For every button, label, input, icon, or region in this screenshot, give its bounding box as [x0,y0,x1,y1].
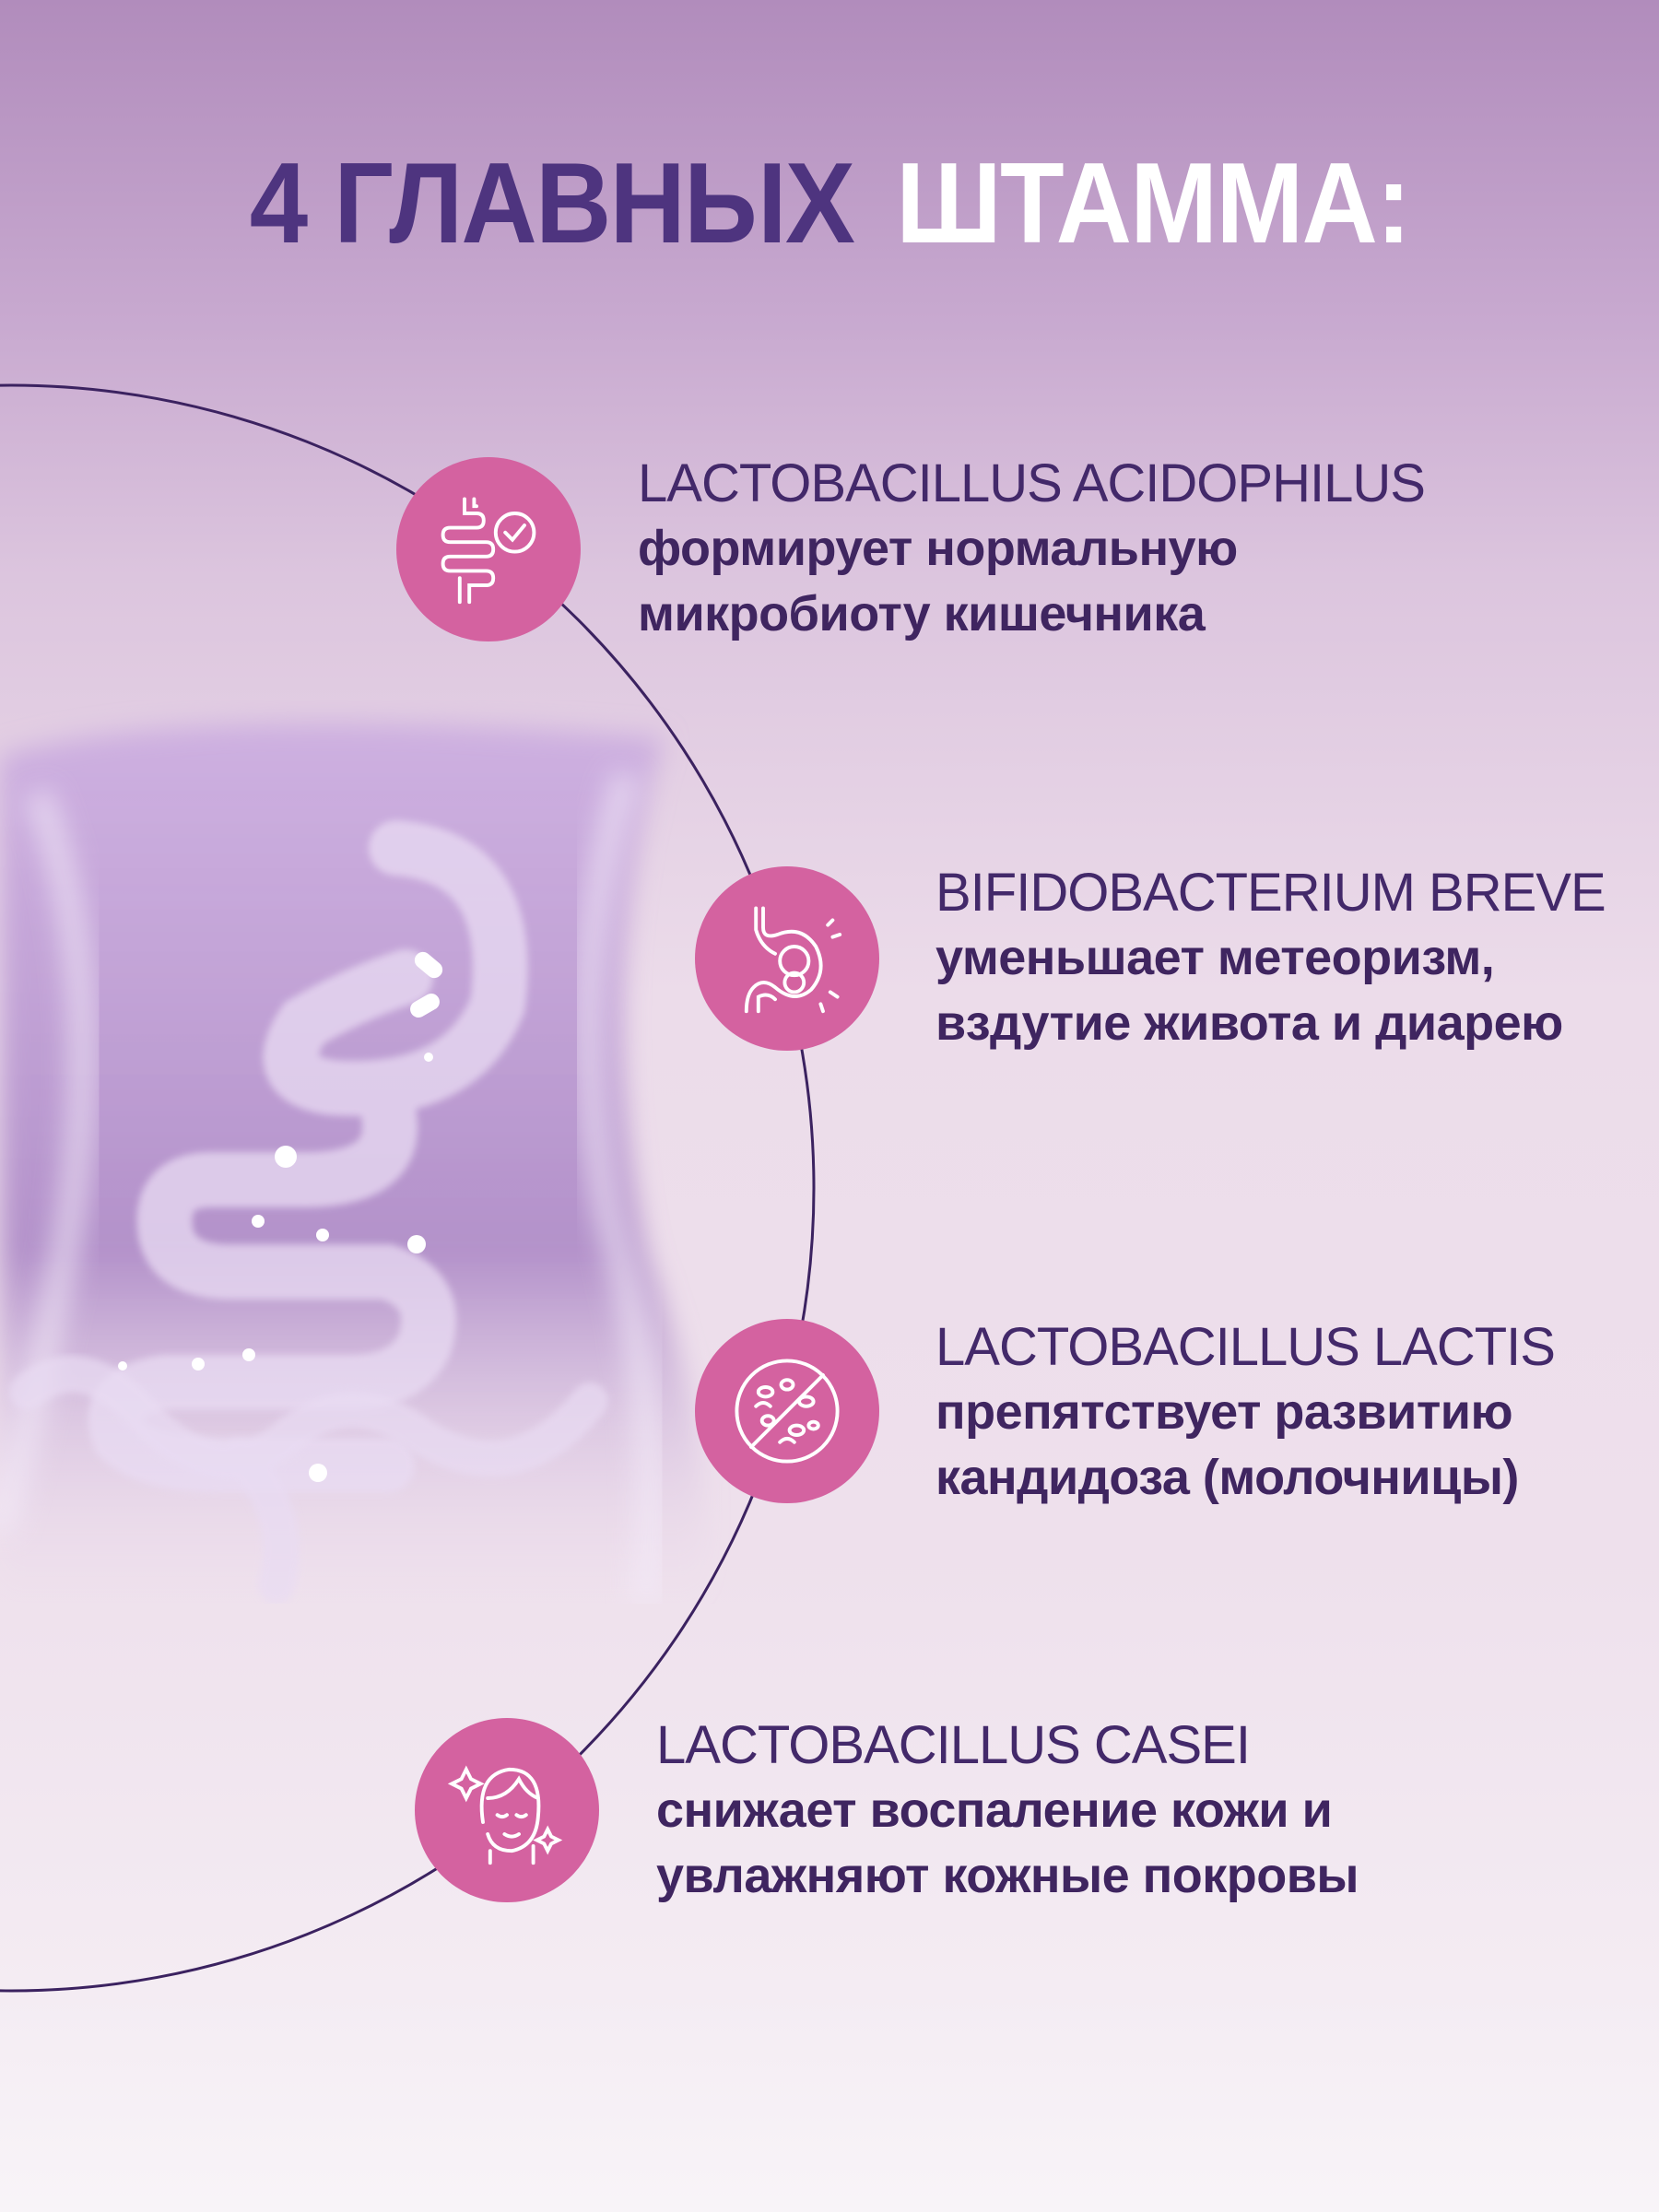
strain-name: LACTOBACILLUS CASEI [656,1715,1251,1775]
strain-block-4: LACTOBACILLUS CASEI снижает воспаление к… [656,1713,1359,1909]
strain-description-line: микробиоту кишечника [638,586,1206,641]
strain-name: LACTOBACILLUS LACTIS [935,1317,1556,1377]
strain-block-1: LACTOBACILLUS ACIDOPHILUS формирует норм… [638,452,1426,647]
digestive-system-illustration [0,723,704,1604]
strain-description-line: препятствует развитию [935,1384,1513,1440]
intestine-check-icon [396,457,581,641]
no-fungus-icon [695,1319,879,1503]
strain-description-line: кандидоза (молочницы) [935,1450,1519,1505]
strain-block-3: LACTOBACILLUS LACTIS препятствует развит… [935,1315,1556,1511]
title-part-2: ШТАММА: [896,140,1411,267]
strain-name: BIFIDOBACTERIUM BREVE [935,863,1606,923]
strain-description-line: вздутие живота и диарею [935,995,1563,1051]
strain-description-line: уменьшает метеоризм, [935,930,1495,985]
stomach-icon [695,866,879,1051]
strain-description-line: формирует нормальную [638,521,1238,576]
strain-description-line: снижает воспаление кожи и [656,1783,1333,1838]
strain-name: LACTOBACILLUS ACIDOPHILUS [638,453,1426,513]
title-part-1: 4 ГЛАВНЫХ [249,140,855,267]
face-skin-icon [415,1718,599,1902]
strain-block-2: BIFIDOBACTERIUM BREVE уменьшает метеориз… [935,861,1606,1056]
page-title: 4 ГЛАВНЫХ ШТАММА: [66,138,1593,269]
strain-description-line: увлажняют кожные покровы [656,1848,1359,1903]
